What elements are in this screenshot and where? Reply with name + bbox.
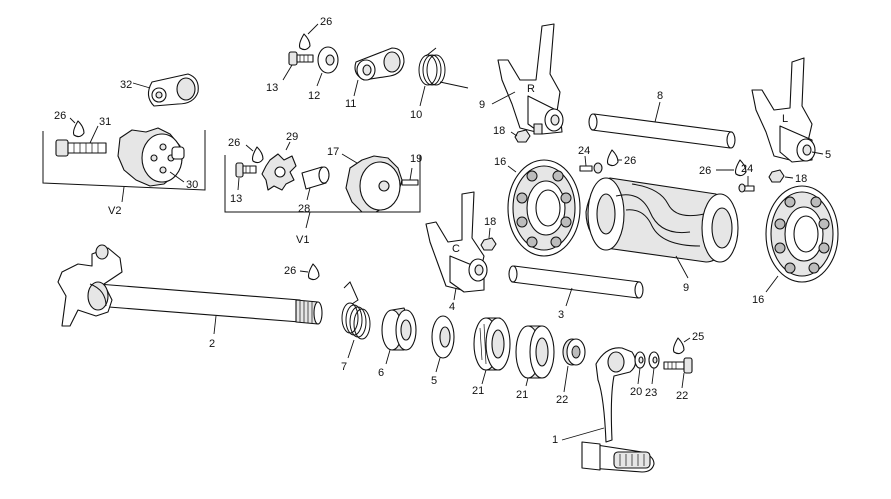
- part-9-fork-shaft: 8: [588, 90, 736, 149]
- part-16-star-wheel: 17: [327, 146, 403, 213]
- callout-8: 6: [378, 367, 384, 379]
- part-25-screw-a: 24: [578, 145, 603, 174]
- callout-22-b: 21: [516, 389, 528, 401]
- part-27-grease-drop-f: 26: [284, 263, 320, 281]
- callout-27-e: 26: [699, 165, 711, 177]
- part-18-pin: 19: [401, 153, 422, 186]
- part-25-screw-b: 24: [738, 163, 755, 193]
- callout-26: 25: [692, 331, 704, 343]
- part-27-grease-drop-b: 26: [54, 110, 85, 138]
- part-6-thrust-washer: 5: [431, 315, 455, 387]
- part-27-grease-drop-a: 26: [298, 16, 332, 51]
- part-30-star-cam: 30: [117, 127, 198, 191]
- callout-32: 32: [120, 79, 132, 91]
- callout-16: 17: [327, 146, 339, 158]
- callout-17-b: 16: [752, 294, 764, 306]
- callout-19-b: 18: [484, 216, 496, 228]
- part-22-needle-bearing-a: 21: [472, 317, 511, 397]
- part-4-shift-fork-c: C 4: [425, 191, 488, 313]
- part-3-fork-shaft: 3: [508, 265, 644, 321]
- callout-14: 12: [308, 90, 320, 102]
- part-28-dowel-pin: 28: [298, 166, 330, 215]
- callout-20: 20: [630, 386, 642, 398]
- part-27-grease-drop-e: 26: [699, 159, 747, 177]
- group-v2-bracket: V2: [42, 130, 206, 217]
- part-14-washer: 12: [308, 46, 339, 102]
- callout-15-b: 13: [230, 193, 242, 205]
- fork-mark-c: C: [452, 243, 460, 255]
- callout-4: 4: [449, 301, 455, 313]
- callout-30: 30: [186, 179, 198, 191]
- part-23-oil-seal: 22: [556, 338, 586, 406]
- callout-27-a: 26: [320, 16, 332, 28]
- callout-27-f: 26: [284, 265, 296, 277]
- callout-22-a: 21: [472, 385, 484, 397]
- callout-23: 22: [556, 394, 568, 406]
- callout-1: 1: [552, 434, 558, 446]
- callout-25-b: 24: [741, 163, 753, 175]
- callout-6: 5: [431, 375, 437, 387]
- callout-27-c: 26: [228, 137, 240, 149]
- callout-7: 7: [341, 361, 347, 373]
- group-v2-label: V2: [108, 205, 121, 217]
- callout-19-a: 18: [493, 125, 505, 137]
- part-26-sealant-drop: 25: [672, 331, 704, 355]
- part-15-screw-b: 13: [230, 162, 257, 205]
- callout-27-b: 26: [54, 110, 66, 122]
- part-19-nut-a: 18: [493, 125, 531, 143]
- part-22-needle-bearing-b: 21: [515, 325, 555, 401]
- fork-mark-l: L: [782, 113, 788, 125]
- part-1-gear-pedal: 1: [552, 347, 655, 473]
- part-8-collar: 6: [378, 307, 417, 379]
- part-7-return-spring: 7: [341, 281, 371, 373]
- callout-9: 8: [657, 90, 663, 102]
- callout-18: 19: [410, 153, 422, 165]
- part-32-cam-plate: 32: [120, 73, 199, 107]
- callout-15-a: 13: [266, 82, 278, 94]
- part-27-grease-drop-c: 26: [228, 137, 264, 164]
- callout-28: 28: [298, 203, 310, 215]
- part-17-bearing-b: 16: [752, 185, 839, 306]
- group-v1-bracket: V1: [224, 155, 421, 246]
- part-5-shift-fork-l: L 5: [751, 57, 831, 163]
- callout-24: 23: [645, 387, 657, 399]
- part-17-bearing-a: 16: [494, 156, 581, 257]
- callout-29: 29: [286, 131, 298, 143]
- callout-3: 3: [558, 309, 564, 321]
- callout-21: 22: [676, 390, 688, 402]
- callout-11: 9: [683, 282, 689, 294]
- callout-17-a: 16: [494, 156, 506, 168]
- part-19-nut-c: 18: [768, 169, 807, 185]
- callout-27-d: 26: [624, 155, 636, 167]
- part-31-bolt: 31: [55, 116, 111, 157]
- part-15-screw-a: 13: [266, 51, 314, 94]
- callout-31: 31: [99, 116, 111, 128]
- callout-2: 2: [209, 338, 215, 350]
- part-11-selector-drum: 9: [585, 177, 739, 294]
- group-v1-label: V1: [296, 234, 309, 246]
- fork-mark-r: R: [527, 83, 535, 95]
- part-2-shift-shaft: 2: [57, 244, 323, 350]
- part-13-lever: 11: [345, 47, 405, 110]
- callout-12: 10: [410, 109, 422, 121]
- callout-5: 5: [825, 149, 831, 161]
- part-12-torsion-spring: 10: [410, 47, 469, 121]
- callout-25-a: 24: [578, 145, 590, 157]
- part-27-grease-drop-d: 26: [606, 149, 636, 167]
- callout-19-c: 18: [795, 173, 807, 185]
- part-20-washer: 20: [630, 351, 646, 398]
- callout-13: 11: [345, 98, 356, 110]
- part-19-nut-b: 18: [480, 216, 497, 251]
- part-21-bolt: 22: [663, 357, 693, 402]
- callout-10: 9: [479, 99, 485, 111]
- part-24-washer: 23: [645, 351, 660, 399]
- part-10-shift-fork-r: R 9: [479, 23, 564, 135]
- part-29-star-plate: 29: [261, 131, 298, 191]
